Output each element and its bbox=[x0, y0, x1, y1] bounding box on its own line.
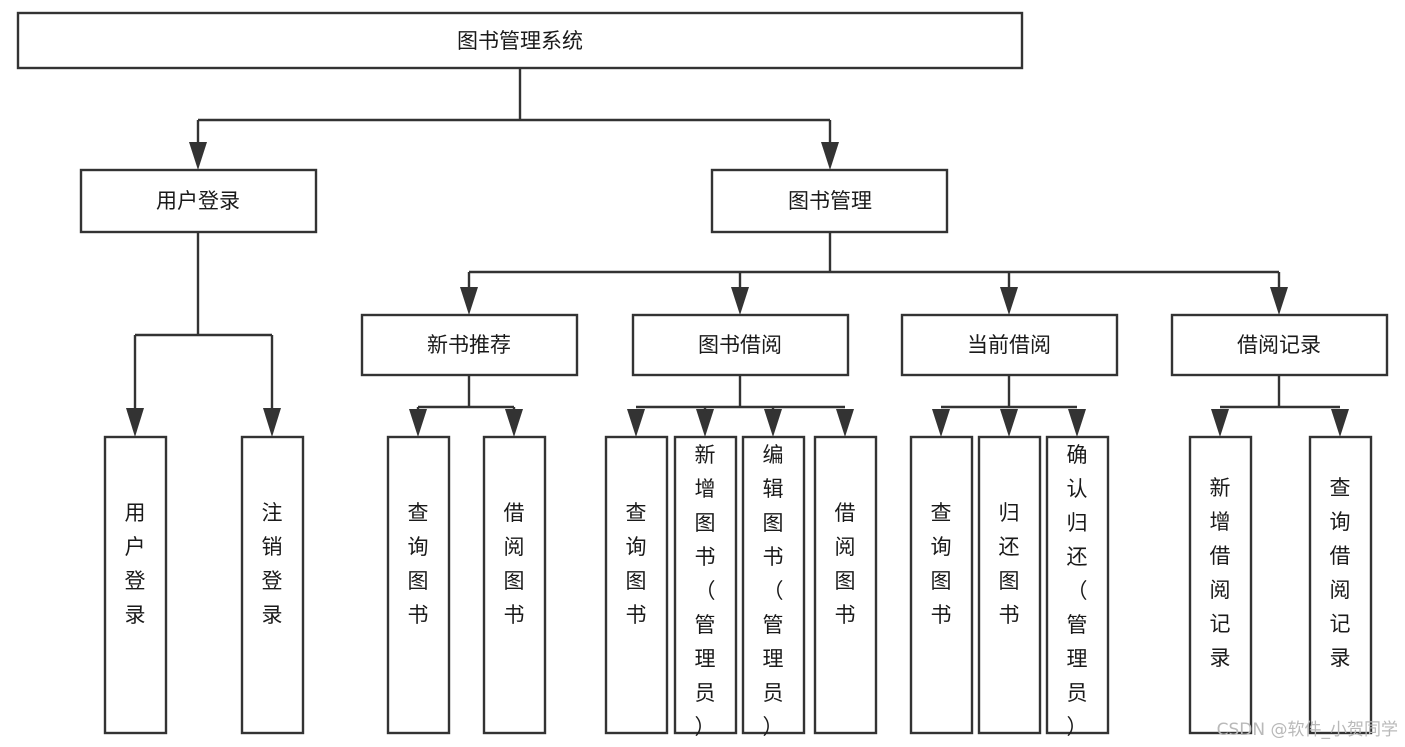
node-leaf-user-login[interactable]: 用户登录 bbox=[103, 435, 168, 735]
node-leaf-query-book-1[interactable]: 查询图书 bbox=[386, 435, 451, 735]
node-leaf-borrow-book-1-box[interactable] bbox=[482, 435, 547, 735]
node-leaf-add-record[interactable]: 新增借阅记录 bbox=[1188, 435, 1253, 735]
node-user-login-label: 用户登录 bbox=[156, 189, 240, 213]
node-new-book-recommend-label: 新书推荐 bbox=[427, 333, 511, 357]
node-current-borrow[interactable]: 当前借阅 bbox=[900, 313, 1119, 377]
node-leaf-query-record[interactable]: 查询借阅记录 bbox=[1308, 435, 1373, 735]
node-leaf-edit-book-label: 编辑图书（管理员） bbox=[763, 443, 784, 739]
node-leaf-edit-book-box[interactable] bbox=[741, 435, 806, 735]
node-leaf-return-book[interactable]: 归还图书 bbox=[977, 435, 1042, 735]
node-leaf-add-book-label: 新增图书（管理员） bbox=[695, 443, 716, 739]
arrow-head-book-manage bbox=[821, 142, 839, 170]
arrow-head-book-borrow bbox=[731, 287, 749, 315]
node-leaf-add-book[interactable]: 新增图书（管理员） bbox=[673, 435, 738, 739]
node-leaf-confirm-return-label: 确认归还（管理员） bbox=[1067, 443, 1088, 739]
arrow-head-user-login bbox=[189, 142, 207, 170]
arrow-head-leaf-confirm-return bbox=[1068, 409, 1086, 437]
node-root[interactable]: 图书管理系统 bbox=[16, 11, 1024, 70]
node-leaf-borrow-book-2[interactable]: 借阅图书 bbox=[813, 435, 878, 735]
node-leaf-confirm-return-box[interactable] bbox=[1045, 435, 1110, 735]
node-leaf-return-book-box[interactable] bbox=[977, 435, 1042, 735]
node-new-book-recommend-box[interactable] bbox=[360, 313, 579, 377]
node-borrow-record-label: 借阅记录 bbox=[1237, 333, 1321, 357]
connector-group-current-borrow-to-leaves bbox=[932, 375, 1086, 437]
node-leaf-return-book-label: 归还图书 bbox=[999, 501, 1020, 627]
node-leaf-query-record-box[interactable] bbox=[1308, 435, 1373, 735]
node-user-login[interactable]: 用户登录 bbox=[79, 168, 318, 234]
arrow-head-leaf-query-book-1 bbox=[409, 409, 427, 437]
node-leaf-query-book-1-label: 查询图书 bbox=[408, 501, 429, 627]
node-leaf-query-book-1-box[interactable] bbox=[386, 435, 451, 735]
node-root-label: 图书管理系统 bbox=[457, 29, 583, 53]
connector-group-user-login-to-leaves bbox=[126, 232, 281, 437]
connector-group-borrow-record-to-leaves bbox=[1211, 375, 1349, 437]
arrow-head-current-borrow bbox=[1000, 287, 1018, 315]
node-leaf-user-logout[interactable]: 注销登录 bbox=[240, 435, 305, 735]
arrow-head-leaf-query-book-2 bbox=[627, 409, 645, 437]
connector-group-new-book-to-leaves bbox=[409, 375, 523, 437]
node-new-book-recommend[interactable]: 新书推荐 bbox=[360, 313, 579, 377]
connector-group-book-borrow-to-leaves bbox=[627, 375, 854, 437]
node-leaf-add-record-label: 新增借阅记录 bbox=[1210, 476, 1231, 670]
node-leaf-user-logout-label: 注销登录 bbox=[262, 501, 283, 627]
arrow-head-leaf-query-book-3 bbox=[932, 409, 950, 437]
node-leaf-borrow-book-1-label: 借阅图书 bbox=[504, 501, 525, 627]
node-leaf-query-book-3-box[interactable] bbox=[909, 435, 974, 735]
node-leaf-borrow-book-1[interactable]: 借阅图书 bbox=[482, 435, 547, 735]
arrow-head-leaf-borrow-book-1 bbox=[505, 409, 523, 437]
node-leaf-query-book-2[interactable]: 查询图书 bbox=[604, 435, 669, 735]
node-leaf-edit-book[interactable]: 编辑图书（管理员） bbox=[741, 435, 806, 739]
node-current-borrow-box[interactable] bbox=[900, 313, 1119, 377]
arrow-head-leaf-return-book bbox=[1000, 409, 1018, 437]
node-book-borrow-label: 图书借阅 bbox=[698, 333, 782, 357]
node-book-manage[interactable]: 图书管理 bbox=[710, 168, 949, 234]
arrow-head-new-book-recommend bbox=[460, 287, 478, 315]
node-borrow-record[interactable]: 借阅记录 bbox=[1170, 313, 1389, 377]
node-user-login-box[interactable] bbox=[79, 168, 318, 234]
node-borrow-record-box[interactable] bbox=[1170, 313, 1389, 377]
node-root-box[interactable] bbox=[16, 11, 1024, 70]
node-leaf-user-login-label: 用户登录 bbox=[125, 501, 146, 627]
node-leaf-confirm-return[interactable]: 确认归还（管理员） bbox=[1045, 435, 1110, 739]
csdn-watermark: CSDN @软件_小贺同学 bbox=[1217, 720, 1398, 740]
arrow-head-leaf-borrow-book-2 bbox=[836, 409, 854, 437]
node-leaf-query-book-2-box[interactable] bbox=[604, 435, 669, 735]
node-book-borrow-box[interactable] bbox=[631, 313, 850, 377]
arrow-head-leaf-edit-book bbox=[764, 409, 782, 437]
node-leaf-user-logout-box[interactable] bbox=[240, 435, 305, 735]
node-book-manage-label: 图书管理 bbox=[788, 189, 872, 213]
node-leaf-query-book-3-label: 查询图书 bbox=[931, 501, 952, 627]
node-leaf-query-book-3[interactable]: 查询图书 bbox=[909, 435, 974, 735]
node-leaf-borrow-book-2-label: 借阅图书 bbox=[835, 501, 856, 627]
arrow-head-leaf-add-book bbox=[696, 409, 714, 437]
node-leaf-query-book-2-label: 查询图书 bbox=[626, 501, 647, 627]
node-leaf-borrow-book-2-box[interactable] bbox=[813, 435, 878, 735]
node-book-borrow[interactable]: 图书借阅 bbox=[631, 313, 850, 377]
arrow-head-leaf-query-record bbox=[1331, 409, 1349, 437]
node-leaf-query-record-label: 查询借阅记录 bbox=[1330, 476, 1351, 670]
node-leaf-add-book-box[interactable] bbox=[673, 435, 738, 735]
node-book-manage-box[interactable] bbox=[710, 168, 949, 234]
connector-group-book-manage-to-level3 bbox=[460, 232, 1288, 315]
connector-group-root-to-level2 bbox=[189, 69, 839, 170]
arrow-head-leaf-user-logout bbox=[263, 408, 281, 437]
arrow-head-leaf-user-login bbox=[126, 408, 144, 437]
node-current-borrow-label: 当前借阅 bbox=[967, 333, 1051, 357]
node-leaf-add-record-box[interactable] bbox=[1188, 435, 1253, 735]
node-leaf-user-login-box[interactable] bbox=[103, 435, 168, 735]
arrow-head-leaf-add-record bbox=[1211, 409, 1229, 437]
arrow-head-borrow-record bbox=[1270, 287, 1288, 315]
